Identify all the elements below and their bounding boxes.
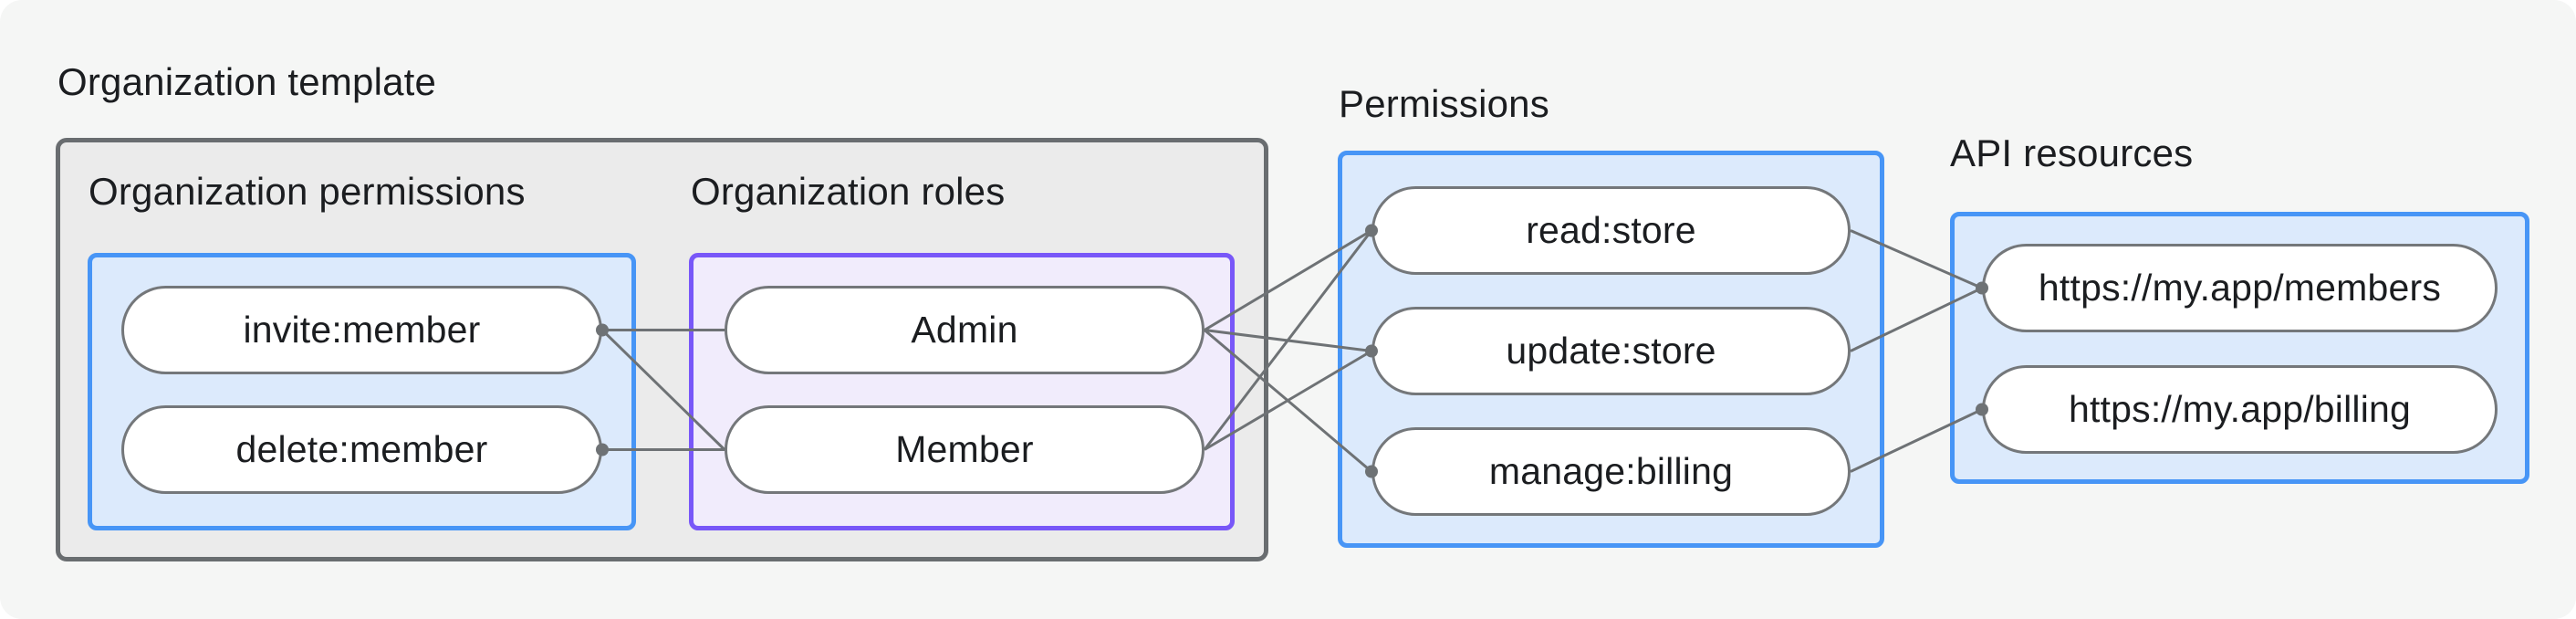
organization-template-label: Organization template	[57, 60, 437, 103]
permissions-label: Permissions	[1339, 82, 1549, 125]
node-member-role: Member	[725, 405, 1205, 494]
node-admin-role: Admin	[725, 286, 1205, 374]
api-resources-label: API resources	[1950, 131, 2194, 174]
node-read-store: read:store	[1371, 186, 1851, 275]
organization-permissions-label: Organization permissions	[89, 170, 526, 213]
node-billing-api-url: https://my.app/billing	[1982, 365, 2498, 454]
organization-roles-label: Organization roles	[691, 170, 1006, 213]
node-update-store: update:store	[1371, 307, 1851, 395]
node-manage-billing: manage:billing	[1371, 427, 1851, 516]
node-delete-member: delete:member	[121, 405, 602, 494]
node-members-api-url: https://my.app/members	[1982, 244, 2498, 332]
node-invite-member: invite:member	[121, 286, 602, 374]
